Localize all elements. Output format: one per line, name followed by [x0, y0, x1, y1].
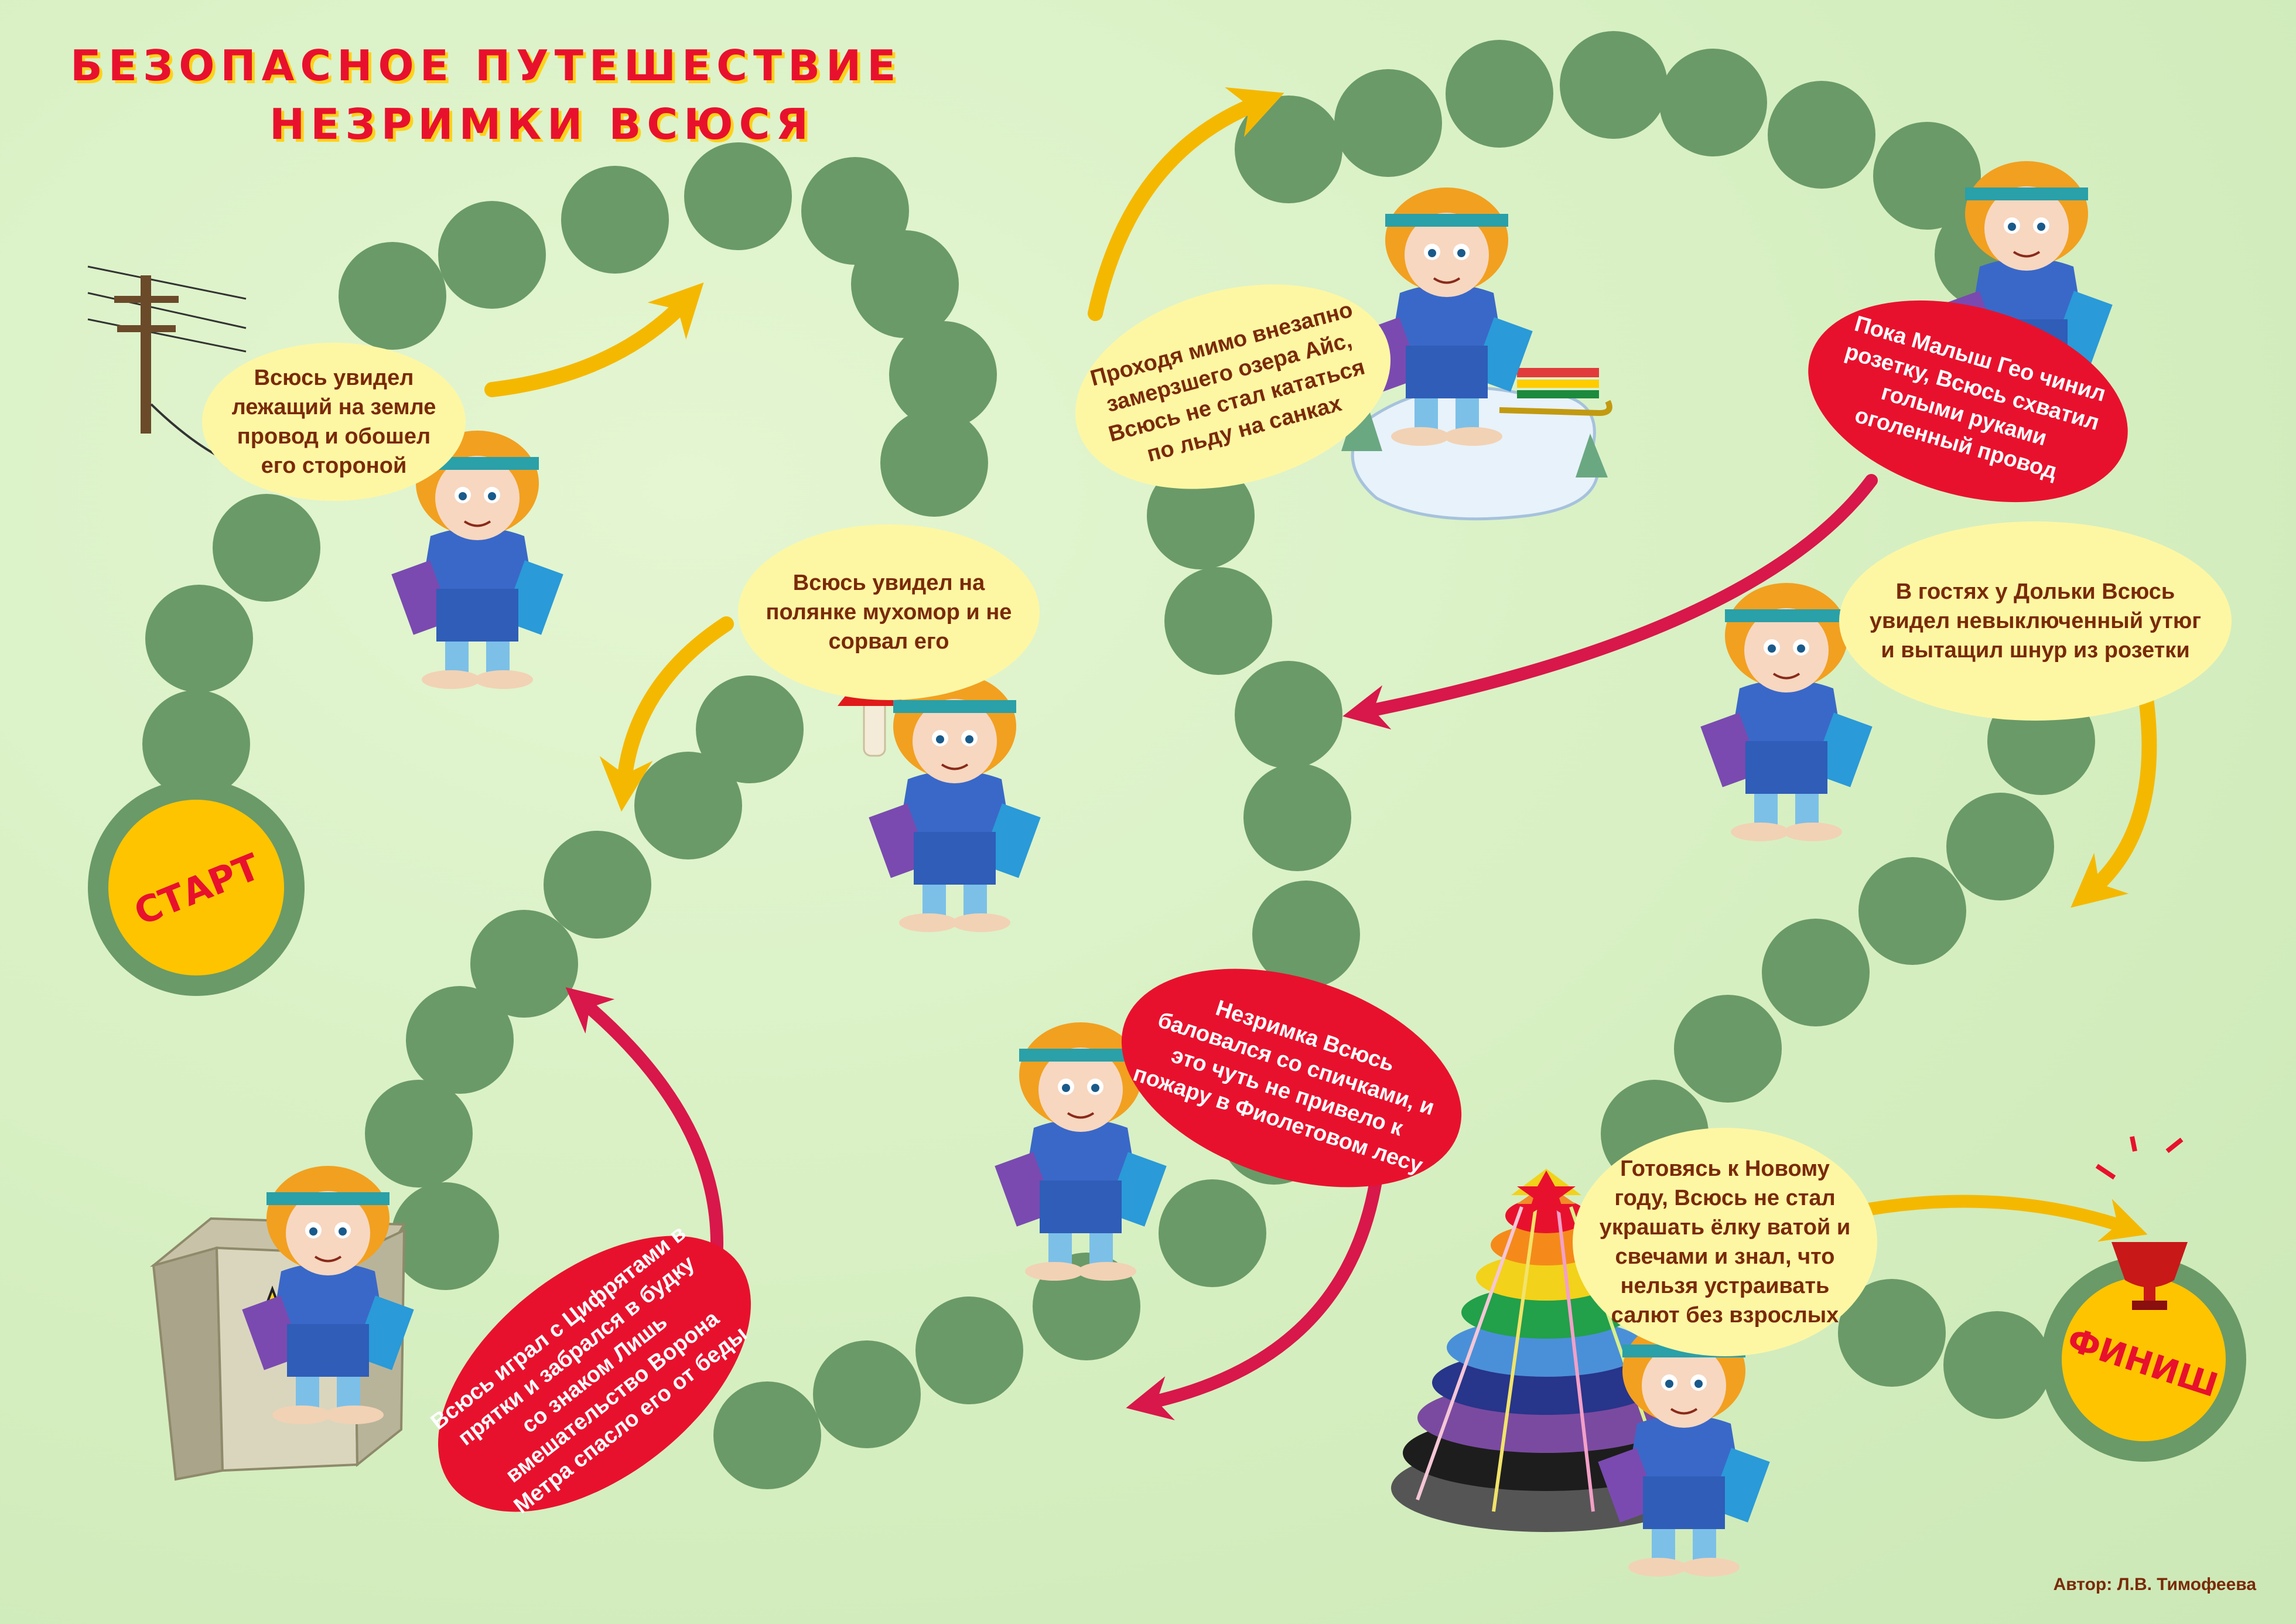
board-step[interactable]	[915, 1297, 1023, 1404]
board-step[interactable]	[1334, 69, 1442, 177]
board-step[interactable]	[1446, 40, 1553, 148]
author-credit: Автор: Л.В. Тимофеева	[2053, 1575, 2256, 1594]
board-step[interactable]	[1674, 995, 1782, 1103]
board-step[interactable]	[339, 242, 446, 350]
story-bubble-tree: Готовясь к Новому году, Всюсь не стал ук…	[1573, 1128, 1877, 1356]
board-step[interactable]	[696, 675, 804, 783]
board-step[interactable]	[213, 494, 320, 602]
character-vsyus	[869, 674, 1041, 932]
good-arrow	[1859, 1195, 2148, 1242]
title-line-1: БЕЗОПАСНОЕ ПУТЕШЕСТВИЕ	[70, 41, 902, 90]
finish-field[interactable]: ФИНИШ	[2041, 1257, 2246, 1462]
frozen-lake-icon	[1341, 386, 1608, 521]
board-step[interactable]	[880, 409, 988, 517]
board-step[interactable]	[813, 1340, 921, 1448]
story-bubble-wire: Всюсь увидел лежащий на земле провод и о…	[202, 343, 466, 501]
board-step[interactable]	[634, 752, 742, 859]
board-step[interactable]	[470, 910, 578, 1018]
board-step[interactable]	[1768, 81, 1875, 189]
board-step[interactable]	[391, 1182, 499, 1290]
story-bubble-iron: В гостях у Дольки Всюсь увидел невыключе…	[1839, 521, 2232, 721]
good-arrow	[484, 282, 704, 397]
sled-icon	[1499, 368, 1612, 417]
bad-arrow	[1126, 1171, 1383, 1421]
board-step[interactable]	[544, 831, 651, 939]
board-step[interactable]	[1560, 31, 1668, 139]
board-step[interactable]	[1943, 1311, 2051, 1419]
board-step[interactable]	[889, 321, 997, 429]
board-step[interactable]	[1762, 919, 1870, 1026]
good-arrow	[1088, 87, 1284, 321]
good-arrow	[2070, 675, 2157, 908]
board-step[interactable]	[851, 230, 959, 338]
start-field[interactable]: СТАРТ	[88, 779, 305, 996]
board-step[interactable]	[1252, 881, 1360, 988]
board-step[interactable]	[1946, 793, 2054, 900]
character-vsyus	[391, 431, 563, 689]
board-step[interactable]	[1873, 122, 1981, 230]
board-step[interactable]	[1147, 462, 1255, 569]
trophy-icon	[2095, 1136, 2188, 1310]
board-step[interactable]	[684, 142, 792, 250]
board-step[interactable]	[713, 1381, 821, 1489]
board-step[interactable]	[145, 585, 253, 692]
board-step[interactable]	[1235, 661, 1342, 769]
character-vsyus	[1361, 187, 1533, 446]
board-step[interactable]	[1659, 49, 1767, 156]
story-bubble-mushroom: Всюсь увидел на полянке мухомор и не сор…	[738, 524, 1040, 700]
board-step[interactable]	[142, 690, 250, 798]
board-step[interactable]	[438, 201, 546, 309]
bad-arrow	[1342, 474, 1878, 730]
board-step[interactable]	[1159, 1179, 1266, 1287]
board-step[interactable]	[406, 986, 514, 1094]
board-step[interactable]	[1164, 567, 1272, 675]
board-step[interactable]	[1243, 763, 1351, 871]
board-step[interactable]	[561, 166, 669, 274]
title-line-2: НЕЗРИМКИ ВСЮСЯ	[269, 100, 814, 149]
board-step[interactable]	[1858, 857, 1966, 965]
character-vsyus	[995, 1022, 1167, 1281]
board-step[interactable]	[1838, 1279, 1946, 1387]
character-vsyus	[242, 1166, 414, 1424]
board-step[interactable]	[365, 1080, 473, 1188]
good-arrow	[599, 616, 734, 812]
step-track	[142, 31, 2095, 1489]
character-vsyus	[1700, 583, 1873, 841]
